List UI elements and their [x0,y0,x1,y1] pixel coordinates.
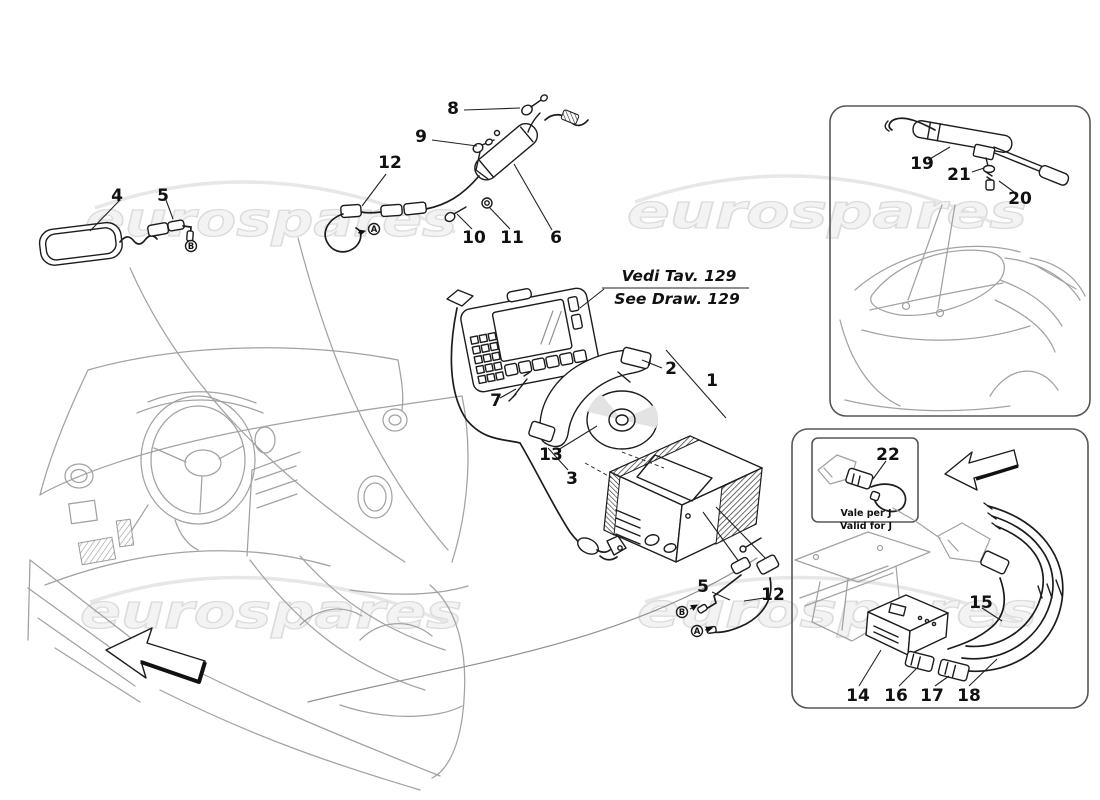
part-label-12b: 12 [761,585,785,605]
watermark-text: eurospares [80,585,462,640]
part-number-labels: 4 5 12 8 9 10 11 6 2 1 7 13 3 5 12 19 21… [111,99,1032,706]
jumper-connector-22 [817,454,907,513]
aerial-amplifier-assembly [324,94,589,253]
watermark-text: eurospares [85,193,457,248]
gps-antenna-assembly [38,219,194,266]
connector-letter-badges: B A B A [184,222,704,638]
connector-letter-b: B [188,242,194,252]
note-line-english: See Draw. 129 [614,290,740,308]
screw-7-drawing [508,371,531,402]
part-label-22: 22 [876,445,900,465]
wiring-inset-box: Vale per J Valid for J [791,428,1089,709]
module-14-drawing [865,594,949,656]
part-label-20: 20 [1008,189,1032,209]
watermark-text: eurospares [627,185,1027,240]
direction-arrow-main [105,627,207,684]
part-label-15: 15 [969,593,993,613]
direction-arrow [944,449,1019,491]
inset-note-italian: Vale per J [840,508,891,519]
part-label-4: 4 [111,186,123,206]
part-label-12: 12 [378,153,402,173]
part-label-21: 21 [947,165,971,185]
part-label-7: 7 [490,391,502,411]
part-label-17: 17 [920,686,944,706]
part-label-16: 16 [884,686,908,706]
connector-letter-a2: A [694,627,701,637]
part-label-9: 9 [415,127,427,147]
part-label-5b: 5 [697,577,709,597]
part-label-14: 14 [846,686,870,706]
part-label-8: 8 [447,99,459,119]
note-line-italian: Vedi Tav. 129 [622,267,737,285]
connector-letter-b2: B [679,608,685,618]
cd-disc-drawing [586,390,658,450]
part-label-13: 13 [539,445,563,465]
dashboard-interior-sketch [27,237,758,791]
part-label-6: 6 [550,228,562,248]
lower-cables-assembly [689,554,780,634]
part-label-11: 11 [500,228,524,248]
watermark-text: eurospares [637,584,1037,639]
navigation-unit-drawing [584,435,763,563]
cable-loom-arcs [957,502,1064,673]
part-label-5: 5 [157,186,169,206]
head-unit-drawing [446,287,627,561]
reference-note: Vedi Tav. 129 See Draw. 129 [579,267,749,309]
part-label-3: 3 [566,469,578,489]
part-label-10: 10 [462,228,486,248]
car-rear-sketch [839,204,1086,412]
inset-note-english: Valid for J [840,521,892,532]
connector-letter-a: A [371,225,378,235]
part-label-19: 19 [910,154,934,174]
part-label-1: 1 [706,371,718,391]
part-label-2: 2 [665,359,677,379]
leader-lines [89,107,1015,687]
roof-aerial-inset-box [829,105,1091,417]
unit-cable-leaders [702,506,769,567]
bracket-drawing [528,346,652,448]
part-label-18: 18 [957,686,981,706]
